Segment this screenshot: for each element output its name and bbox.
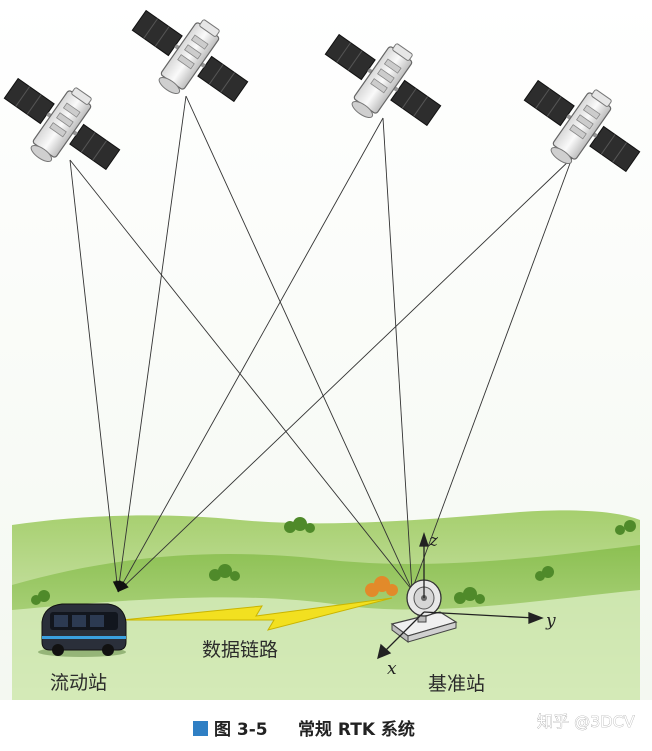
rover-label: 流动站 <box>50 672 107 694</box>
figure-number: 图 3-5 <box>214 720 268 740</box>
signal-line-sat1-rover <box>69 159 119 593</box>
signal-lines <box>69 95 573 593</box>
data-link-label: 数据链路 <box>202 639 278 661</box>
signal-line-sat4-rover <box>117 157 573 593</box>
antenna-icon <box>390 579 458 643</box>
signal-arrowhead <box>118 581 129 592</box>
signal-line-sat1-base <box>69 159 413 591</box>
axis-y-label: y <box>545 611 556 631</box>
signal-line-sat3-rover <box>117 117 384 593</box>
vehicle-icon <box>38 603 127 657</box>
axis-x-label: x <box>387 659 397 679</box>
watermark: 知乎 @3DCV <box>537 712 635 731</box>
figure-title: 常规 RTK 系统 <box>298 719 415 740</box>
signal-line-sat2-rover <box>117 95 187 593</box>
coordinate-axes <box>377 531 544 660</box>
caption-marker-icon <box>193 721 208 736</box>
axis-z-label: z <box>428 531 439 551</box>
base-station-label: 基准站 <box>428 673 485 695</box>
signal-line-sat2-base <box>185 95 413 591</box>
orange-bush <box>365 576 398 597</box>
signal-line-sat3-base <box>382 117 413 591</box>
signal-line-sat4-base <box>411 157 573 591</box>
lightning-icon <box>121 597 393 631</box>
bushes <box>31 517 636 605</box>
